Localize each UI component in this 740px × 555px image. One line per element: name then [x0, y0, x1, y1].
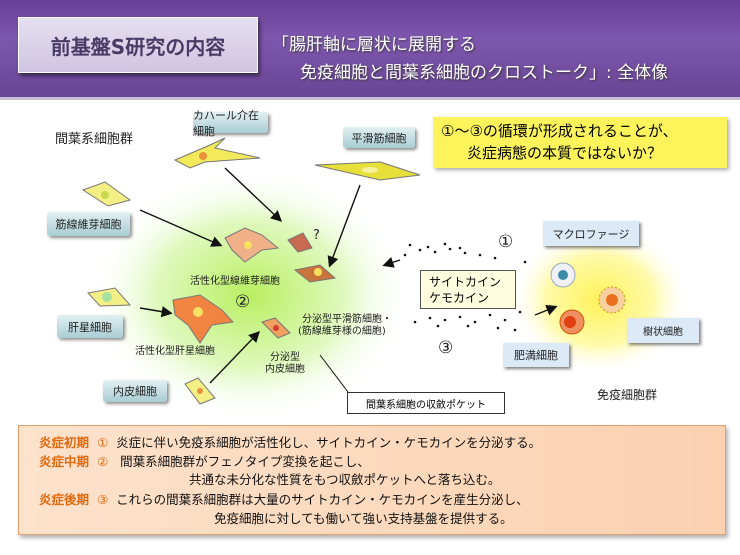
phase-mid-text: 間葉系細胞群がフェノタイプ変換を起こし、 [120, 454, 370, 469]
phase-early: 炎症初期 [39, 435, 90, 450]
pocket-label: 間葉系細胞の収斂ポケット [347, 392, 505, 414]
cajal-cell-icon [173, 137, 261, 169]
page-title: 前基盤S研究の内容 [18, 17, 258, 73]
smooth-muscle-cell-icon [314, 161, 421, 181]
arrows [139, 167, 558, 384]
callout-line1: ①〜③の循環が形成されることが、 [441, 122, 678, 140]
cajal-label: カハール介在細胞 [193, 109, 268, 138]
secretory-endothelial-label-1: 分泌型 [270, 352, 300, 363]
secretory-smooth-label-2: (筋線維芽様の細胞) [298, 326, 386, 337]
dendritic-cell-icon [598, 286, 626, 314]
cytokine-box: サイトカイン ケモカイン [420, 270, 516, 309]
diagram-graphics [81, 137, 690, 420]
mast-cell-icon [559, 309, 585, 335]
callout-line2: 炎症病態の本質ではないか？ [467, 144, 663, 162]
phase-late: 炎症後期 [39, 492, 90, 507]
question-mark: ? [313, 228, 320, 243]
activated-fibroblast-icon [224, 227, 280, 263]
phase-mid-text2: 共通な未分化な性質をもつ収斂ポケットへと落ち込む。 [189, 472, 501, 487]
question-cell-icon [287, 232, 313, 253]
activated-fibroblast-label: 活性化型線維芽細胞 [190, 276, 280, 287]
endothelial-cell-icon [184, 377, 216, 405]
immune-group-label: 免疫細胞群 [597, 388, 658, 402]
green-glow [90, 170, 410, 420]
phase-late-num: ③ [96, 492, 109, 507]
stellate-cell-icon [87, 287, 132, 307]
chemokine-label: ケモカイン [429, 291, 490, 305]
activated-stellate-icon [172, 294, 235, 344]
cytokine-label: サイトカイン [429, 275, 502, 289]
cytokine-dots [403, 242, 527, 332]
step-2-marker: ② [235, 292, 251, 312]
phase-late-text: これらの間葉系細胞群は大量のサイトカイン・ケモカインを産生分泌し、 [116, 492, 529, 507]
macrophage-icon [550, 262, 576, 288]
endothelial-label: 内皮細胞 [103, 380, 167, 402]
macrophage-label: マクロファージ [543, 221, 639, 246]
secretory-endothelial-icon [261, 317, 291, 339]
step-3-marker: ③ [438, 338, 454, 358]
subtitle-line2: 免疫細胞と間葉系細胞のクロストーク」: 全体像 [300, 63, 669, 83]
step-1-marker: ① [498, 232, 514, 252]
fibroblast-cell-icon [81, 181, 132, 207]
secretory-smooth-label-1: 分泌型平滑筋細胞・ [302, 314, 392, 325]
phase-mid: 炎症中期 [39, 454, 90, 469]
subtitle-line1: 「腸肝軸に層状に展開する [272, 35, 476, 55]
activated-stellate-label: 活性化型肝星細胞 [135, 346, 215, 357]
secretory-smooth-icon [293, 264, 337, 283]
phase-late-text2: 免疫細胞に対しても働いて強い支持基盤を提供する。 [214, 511, 513, 526]
smooth-muscle-label: 平滑筋細胞 [343, 127, 415, 148]
secretory-endothelial-label-2: 内皮細胞 [265, 364, 305, 375]
phase-mid-num: ② [96, 454, 109, 469]
stellate-label: 肝星細胞 [57, 315, 123, 338]
mesenchymal-group-label: 間葉系細胞群 [55, 132, 134, 147]
summary-box: 炎症初期 ① 炎症に伴い免疫系細胞が活性化し、サイトカイン・ケモカインを分泌する… [18, 425, 726, 535]
mast-cell-label: 肥満細胞 [503, 343, 569, 367]
phase-early-num: ① [96, 435, 109, 450]
dendritic-cell-label: 樹状細胞 [627, 318, 699, 343]
myofibroblast-label: 筋線維芽細胞 [47, 212, 130, 236]
callout-box: ①〜③の循環が形成されることが、 炎症病態の本質ではないか？ [433, 117, 727, 168]
phase-early-text: 炎症に伴い免疫系細胞が活性化し、サイトカイン・ケモカインを分泌する。 [116, 435, 542, 450]
pocket-pointer [319, 354, 349, 393]
